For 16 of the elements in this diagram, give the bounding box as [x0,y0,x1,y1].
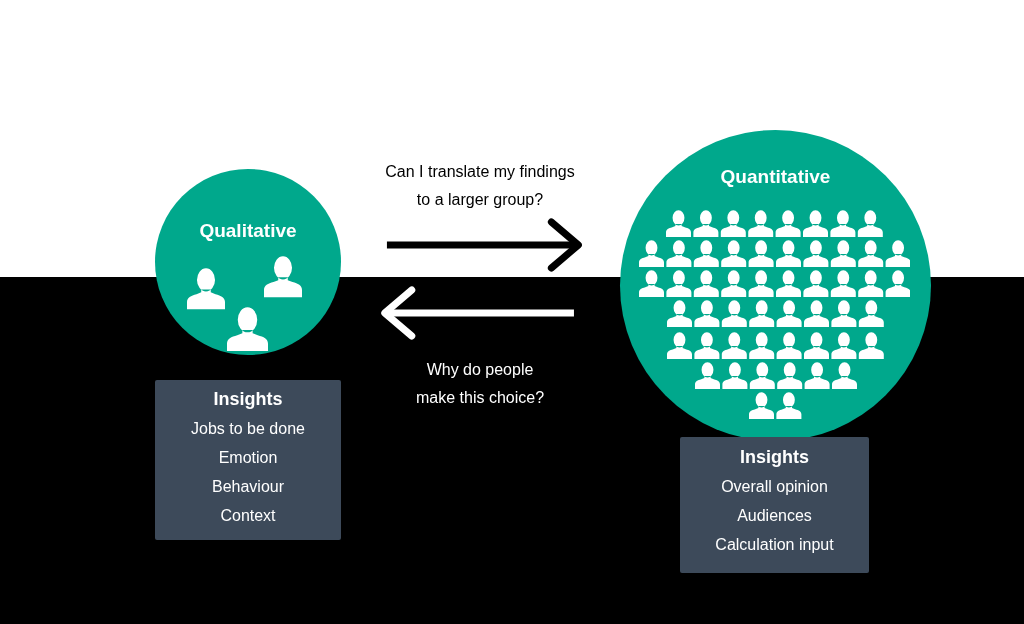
circle-title: Qualitative [199,219,297,243]
panel-item: Calculation input [715,534,834,555]
insights-panel [155,380,341,540]
edge-label: Can I translate my findings to a larger group? [384,162,576,210]
panel-heading: Insights [213,387,283,411]
circle-title: Quantitative [720,165,831,189]
insights-panel [680,437,869,573]
panel-item: Emotion [218,447,278,468]
panel-item: Behaviour [211,476,284,497]
panel-item: Context [220,505,276,526]
edge-label: Why do people make this choice? [414,360,546,408]
panel-heading: Insights [740,445,809,469]
arrow [386,218,582,272]
panel-item: Jobs to be done [191,418,305,439]
panel-item: Overall opinion [721,476,828,497]
panel-item: Audiences [737,505,812,526]
